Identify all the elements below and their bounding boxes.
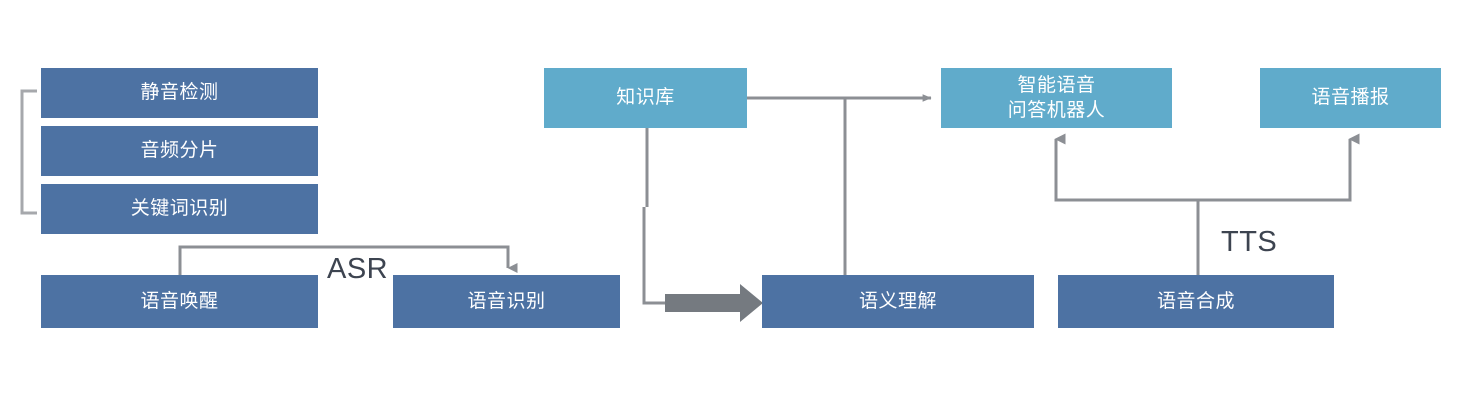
node-label: 静音检测 — [140, 82, 219, 104]
node-label: 音频分片 — [140, 140, 219, 162]
edge-label-tts: TTS — [1221, 226, 1278, 258]
node-silence-detection[interactable]: 静音检测 — [41, 68, 318, 118]
node-knowledge-base[interactable]: 知识库 — [544, 68, 747, 128]
node-speech-recognition[interactable]: 语音识别 — [393, 275, 620, 328]
node-label: 知识库 — [616, 87, 675, 109]
edge-label-asr: ASR — [327, 253, 389, 285]
node-voice-broadcast[interactable]: 语音播报 — [1260, 68, 1441, 128]
node-semantic-understanding[interactable]: 语义理解 — [762, 275, 1034, 328]
node-label: 语音播报 — [1311, 87, 1390, 109]
node-label: 语音识别 — [467, 290, 546, 312]
node-speech-synthesis[interactable]: 语音合成 — [1058, 275, 1334, 328]
node-label: 语音合成 — [1156, 290, 1235, 312]
node-intelligent-voice-qa-robot[interactable]: 智能语音 问答机器人 — [941, 68, 1172, 128]
node-label: 智能语音 问答机器人 — [1007, 74, 1106, 121]
grouping-bracket — [20, 89, 37, 215]
connector-tts-split — [1054, 133, 1360, 275]
node-voice-wakeup[interactable]: 语音唤醒 — [41, 275, 318, 328]
node-keyword-recognition[interactable]: 关键词识别 — [41, 184, 318, 234]
node-label: 关键词识别 — [130, 198, 229, 220]
connector-asr-to-nlu — [642, 207, 763, 322]
node-label: 语音唤醒 — [140, 290, 219, 312]
node-audio-segmentation[interactable]: 音频分片 — [41, 126, 318, 176]
node-label: 语义理解 — [858, 290, 937, 312]
